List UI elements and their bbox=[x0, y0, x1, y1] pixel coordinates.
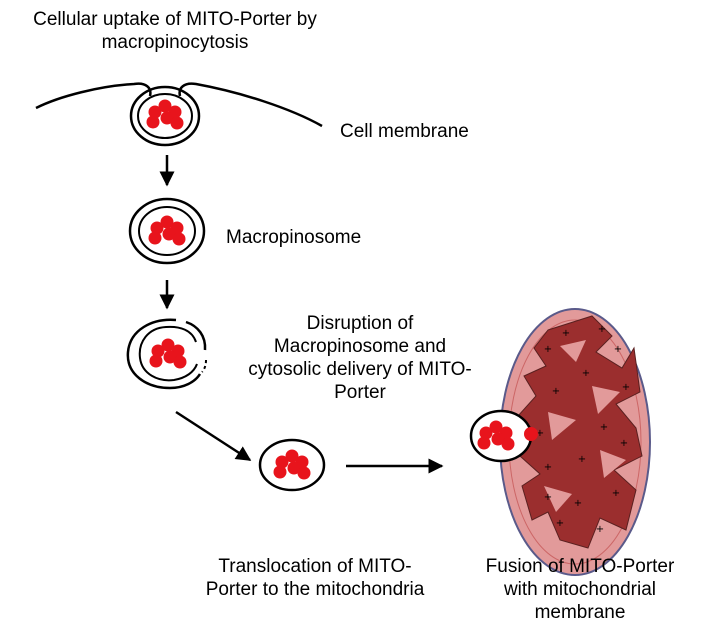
mito-porter-particle bbox=[160, 215, 174, 229]
mito-porter-particle bbox=[297, 466, 311, 480]
mito-porter-particle bbox=[150, 221, 164, 235]
mito-porter-particle bbox=[161, 338, 175, 352]
mito-porter-particle bbox=[479, 426, 493, 440]
mito-porter-cluster-5 bbox=[477, 420, 538, 451]
positive-charge-icon: + bbox=[620, 438, 628, 449]
positive-charge-marks: + + + + + + + + + + + + + + + + + bbox=[536, 324, 630, 535]
mito-porter-particle bbox=[151, 344, 165, 358]
mito-porter-particle bbox=[285, 449, 299, 463]
mito-porter-particle bbox=[172, 232, 186, 246]
mito-porter-particle bbox=[501, 437, 515, 451]
mito-porter-particle-fusing bbox=[524, 427, 538, 441]
positive-charge-icon: + bbox=[552, 386, 560, 397]
crista-gap-1 bbox=[560, 340, 586, 362]
crista-gap-5 bbox=[544, 486, 572, 512]
mito-porter-particle bbox=[491, 432, 505, 446]
positive-charge-icon: + bbox=[614, 344, 622, 355]
disruption-label: Disruption of Macropinosome and cytosoli… bbox=[246, 312, 474, 404]
cell-membrane-label: Cell membrane bbox=[340, 121, 469, 142]
mito-porter-particle bbox=[163, 350, 177, 364]
mito-porter-particle bbox=[162, 227, 176, 241]
mito-porter-particle bbox=[170, 116, 184, 130]
disruption-line-3: cytosolic delivery of MITO- bbox=[248, 359, 472, 380]
positive-charge-icon: + bbox=[544, 462, 552, 473]
mito-porter-particle bbox=[489, 420, 503, 434]
mito-porter-particle bbox=[148, 105, 162, 119]
positive-charge-icon: + bbox=[544, 344, 552, 355]
positive-charge-icon: + bbox=[612, 488, 620, 499]
fusion-line-2: with mitochondrial bbox=[503, 579, 657, 600]
disrupted-outer-fragment-2 bbox=[201, 359, 207, 373]
arrow-diagonal bbox=[175, 410, 252, 462]
crista-gap-2 bbox=[592, 386, 620, 414]
fusion-line-3: membrane bbox=[534, 602, 626, 623]
positive-charge-icon: + bbox=[622, 382, 630, 393]
macropinosome-outer bbox=[128, 197, 206, 265]
invagination-outer bbox=[129, 85, 201, 147]
mito-porter-particle bbox=[477, 436, 491, 450]
fusion-label: Fusion of MITO-Porter with mitochondrial… bbox=[470, 555, 690, 624]
translocation-line-1: Translocation of MITO- bbox=[218, 556, 412, 577]
mito-porter-particle bbox=[287, 461, 301, 475]
positive-charge-icon: + bbox=[600, 422, 608, 433]
disruption-line-1: Disruption of bbox=[306, 313, 414, 334]
positive-charge-icon: + bbox=[596, 524, 604, 535]
mito-porter-particle bbox=[273, 465, 287, 479]
positive-charge-icon: + bbox=[582, 368, 590, 379]
title-line-2: macropinocytosis bbox=[101, 32, 249, 53]
macropinosome-label: Macropinosome bbox=[226, 227, 362, 248]
title-label: Cellular uptake of MITO-Porter by macrop… bbox=[0, 8, 350, 54]
fusion-line-1: Fusion of MITO-Porter bbox=[485, 556, 675, 577]
disrupted-outer-fragment bbox=[185, 320, 207, 351]
mito-porter-cluster-2 bbox=[148, 215, 186, 246]
mito-porter-cluster-1 bbox=[146, 99, 184, 130]
translocation-label: Translocation of MITO- Porter to the mit… bbox=[190, 555, 440, 601]
positive-charge-icon: + bbox=[556, 518, 564, 529]
disruption-line-2: Macropinosome and bbox=[273, 336, 447, 357]
crista-gap-4 bbox=[600, 450, 626, 478]
crista-gap-3 bbox=[548, 412, 576, 440]
positive-charge-icon: + bbox=[562, 328, 570, 339]
translocation-line-2: Porter to the mitochondria bbox=[205, 579, 425, 600]
disrupted-outer-membrane bbox=[126, 318, 202, 390]
mito-porter-particle bbox=[148, 231, 162, 245]
positive-charge-icon: + bbox=[544, 492, 552, 503]
mito-porter-particle bbox=[160, 111, 174, 125]
mito-porter-particle bbox=[146, 115, 160, 129]
positive-charge-icon: + bbox=[598, 324, 606, 335]
title-line-1: Cellular uptake of MITO-Porter by bbox=[33, 9, 317, 30]
mito-porter-cluster-3 bbox=[149, 338, 187, 369]
positive-charge-icon: + bbox=[536, 428, 544, 439]
mito-porter-particle bbox=[173, 355, 187, 369]
disruption-line-4: Porter bbox=[334, 382, 386, 403]
mito-porter-particle bbox=[275, 455, 289, 469]
positive-charge-icon: + bbox=[574, 498, 582, 509]
positive-charge-icon: + bbox=[578, 454, 586, 465]
mito-porter-particle bbox=[158, 99, 172, 113]
mito-porter-cluster-4 bbox=[273, 449, 311, 480]
cell-membrane-line bbox=[35, 82, 323, 128]
mito-porter-particle bbox=[149, 354, 163, 368]
